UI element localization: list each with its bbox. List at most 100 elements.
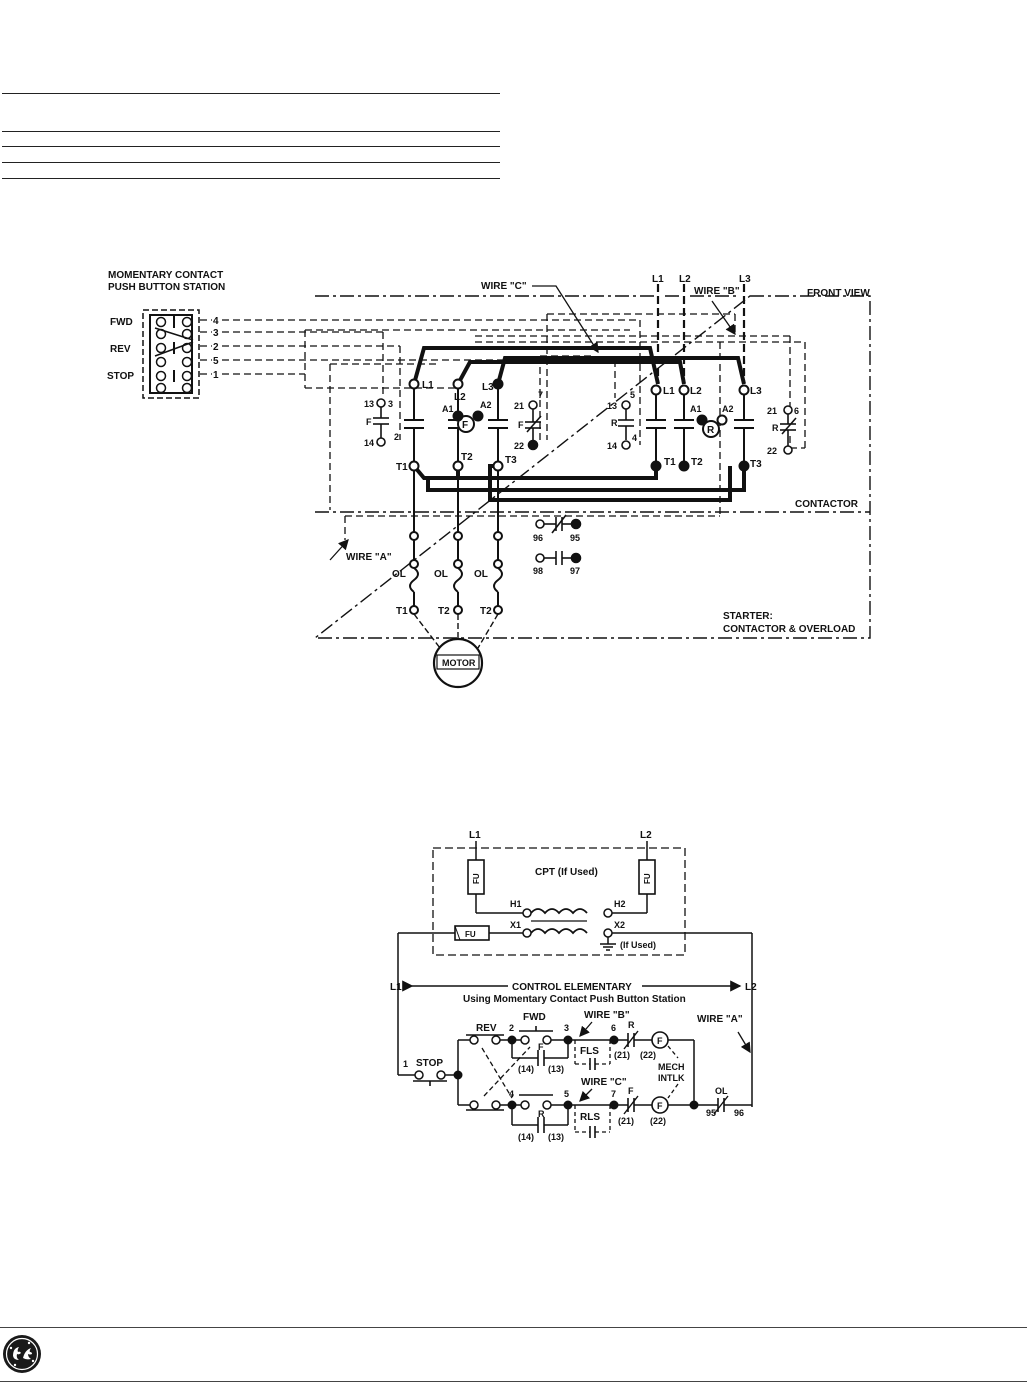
- terminal-t1r-label: T1: [664, 457, 676, 468]
- ol-ctrl-label: OL: [715, 1086, 728, 1096]
- line-l1-label: L1: [652, 274, 664, 285]
- coil-r-ctrl-label: F: [657, 1101, 663, 1111]
- seal-in-f-label: F: [538, 1042, 544, 1052]
- aux-r-label: R: [611, 418, 618, 428]
- ol-95-ctrl-label: 95: [706, 1108, 716, 1118]
- node-1-label: 1: [403, 1059, 408, 1069]
- front-view-label: FRONT VIEW: [807, 288, 870, 299]
- wire-a-label: WIRE "A": [346, 552, 392, 563]
- ol-label: OL: [392, 569, 406, 580]
- fwd-label: FWD: [110, 317, 133, 328]
- x2-label: X2: [614, 920, 625, 930]
- aux-13-label: 13: [364, 399, 374, 409]
- pb-station-title: PUSH BUTTON STATION: [108, 282, 225, 293]
- pb-terminal-label: 1: [213, 370, 219, 381]
- ol-label: OL: [434, 569, 448, 580]
- coil-r-label: R: [707, 425, 715, 436]
- cpt-l1-label: L1: [469, 830, 481, 841]
- fuse-label: FU: [465, 930, 476, 939]
- ge-logo-icon: [3, 1335, 41, 1373]
- coil-a2r-label: A2: [722, 404, 734, 414]
- wire-b-label: WIRE "B": [694, 286, 740, 297]
- aux-21r-label: 21: [767, 406, 777, 416]
- terminal-t1-label: T1: [396, 462, 408, 473]
- header-table-rule: [2, 131, 500, 132]
- contactor-label: CONTACTOR: [795, 499, 859, 510]
- aux-3-label: 3: [388, 399, 393, 409]
- coil-f-label: F: [462, 420, 468, 431]
- pb-terminal-label: 5: [213, 356, 219, 367]
- terminal-l1-label: L1: [422, 380, 434, 391]
- footer-rule: [0, 1381, 1027, 1382]
- control-elementary-diagram: L1 L2 FU FU CPT (If Used) H1 H2 X1 X2 FU…: [390, 830, 757, 1142]
- cpt-l2-label: L2: [640, 830, 652, 841]
- power-wiring-diagram: MOMENTARY CONTACT PUSH BUTTON STATION FW…: [107, 270, 871, 689]
- h2-label: H2: [614, 899, 626, 909]
- aux-4-label: 4: [632, 433, 637, 443]
- aux-f-label: F: [366, 417, 372, 427]
- rev-label: REV: [110, 344, 131, 355]
- cpt-label: CPT (If Used): [535, 867, 598, 878]
- coil-22r-label: (22): [650, 1116, 666, 1126]
- push-button-station: [142, 309, 200, 399]
- contact-21-label: (21): [614, 1050, 630, 1060]
- line-l3-label: L3: [739, 274, 751, 285]
- aux-5-label: 5: [630, 390, 635, 400]
- overload-block: [409, 470, 503, 649]
- fuse-label: FU: [643, 873, 652, 884]
- terminal-t3-label: T3: [505, 455, 517, 466]
- contact-14r-label: (14): [518, 1132, 534, 1142]
- ol-95-label: 95: [570, 533, 580, 543]
- aux-2-label: 2: [394, 432, 399, 442]
- contact-13-label: (13): [548, 1064, 564, 1074]
- terminal-l1r-label: L1: [663, 386, 675, 397]
- header-table-rule: [2, 162, 500, 163]
- contact-13r-label: (13): [548, 1132, 564, 1142]
- ol-aux-contacts: [535, 514, 582, 565]
- forward-contactor: [404, 378, 508, 472]
- node-5-label: 5: [564, 1089, 569, 1099]
- aux-7-label: 7: [538, 390, 543, 400]
- motor-label: MOTOR: [442, 658, 476, 668]
- starter-label: STARTER:: [723, 611, 773, 622]
- node-7-label: 7: [611, 1089, 616, 1099]
- ctrl-wire-a-label: WIRE "A": [697, 1014, 743, 1025]
- aux-f-nc-label: F: [518, 420, 524, 430]
- aux-6-label: 6: [794, 406, 799, 416]
- fwd-pb-label: FWD: [523, 1012, 546, 1023]
- coil-f-ctrl-label: F: [657, 1036, 663, 1046]
- mech-intlk-label: INTLK: [658, 1073, 685, 1083]
- aux-contact-r-nc: [780, 405, 797, 455]
- terminal-t3r-label: T3: [750, 459, 762, 470]
- control-l2-label: L2: [745, 982, 757, 993]
- mech-intlk-label: MECH: [658, 1062, 685, 1072]
- motor-t2-label: T2: [438, 606, 450, 617]
- terminal-t2r-label: T2: [691, 457, 703, 468]
- rls-label: RLS: [580, 1112, 600, 1123]
- starter-label: CONTACTOR & OVERLOAD: [723, 624, 855, 635]
- stop-label: STOP: [107, 371, 134, 382]
- h1-label: H1: [510, 899, 522, 909]
- coil-a2-label: A2: [480, 400, 492, 410]
- terminal-t2-label: T2: [461, 452, 473, 463]
- terminal-l3-label: L3: [482, 382, 494, 393]
- ctrl-wire-b-label: WIRE "B": [584, 1010, 630, 1021]
- motor-t2-label: T2: [480, 606, 492, 617]
- aux-contact-f: [373, 398, 389, 447]
- pb-terminal-label: 2: [213, 342, 219, 353]
- motor-t1-label: T1: [396, 606, 408, 617]
- footer-rule: [0, 1327, 1027, 1328]
- interlock-r-label: R: [628, 1020, 635, 1030]
- ol-96-label: 96: [533, 533, 543, 543]
- terminal-l2r-label: L2: [690, 386, 702, 397]
- seal-in-r-label: R: [538, 1109, 545, 1119]
- contact-14-label: (14): [518, 1064, 534, 1074]
- pb-terminal-label: 3: [213, 328, 219, 339]
- aux-13r-label: 13: [607, 401, 617, 411]
- ol-96-ctrl-label: 96: [734, 1108, 744, 1118]
- pb-terminal-label: 4: [213, 316, 219, 327]
- ol-98-label: 98: [533, 566, 543, 576]
- ol-label: OL: [474, 569, 488, 580]
- coil-a1-label: A1: [442, 404, 454, 414]
